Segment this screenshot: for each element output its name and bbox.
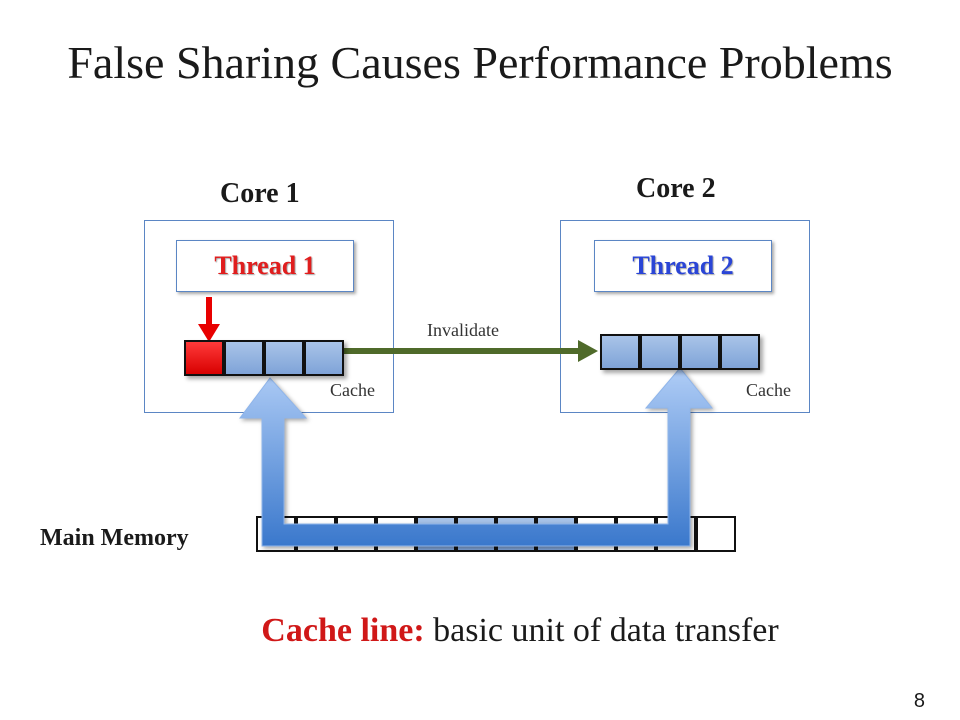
core2-cache-row xyxy=(600,334,760,370)
thread2-box: Thread 2 xyxy=(594,240,772,292)
cache-cell xyxy=(680,334,720,370)
cache-cell xyxy=(720,334,760,370)
cache-cell xyxy=(264,340,304,376)
cache-cell xyxy=(224,340,264,376)
cache-line-description: basic unit of data transfer xyxy=(433,612,779,649)
main-memory-label: Main Memory xyxy=(40,525,189,551)
write-arrowhead xyxy=(198,324,220,342)
memory-transfer-arrow xyxy=(239,367,714,547)
core2-label: Core 2 xyxy=(636,173,716,204)
cache-cell xyxy=(640,334,680,370)
core1-label: Core 1 xyxy=(220,178,300,209)
page-number: 8 xyxy=(913,690,925,712)
cache-cell xyxy=(600,334,640,370)
core2-cache-label: Cache xyxy=(746,380,791,400)
cache-line-term: Cache line: xyxy=(261,612,425,649)
cache-cell xyxy=(304,340,344,376)
invalidate-arrowhead xyxy=(578,340,598,362)
core1-cache-row xyxy=(184,340,344,376)
invalidate-label: Invalidate xyxy=(427,320,499,340)
cache-line-definition: Cache line: basic unit of data transfer xyxy=(0,612,960,650)
core1-cache-label: Cache xyxy=(330,380,375,400)
page-title: False Sharing Causes Performance Problem… xyxy=(67,37,893,88)
memory-cell xyxy=(696,516,736,552)
modified-cache-cell xyxy=(184,340,224,376)
thread1-box: Thread 1 xyxy=(176,240,354,292)
